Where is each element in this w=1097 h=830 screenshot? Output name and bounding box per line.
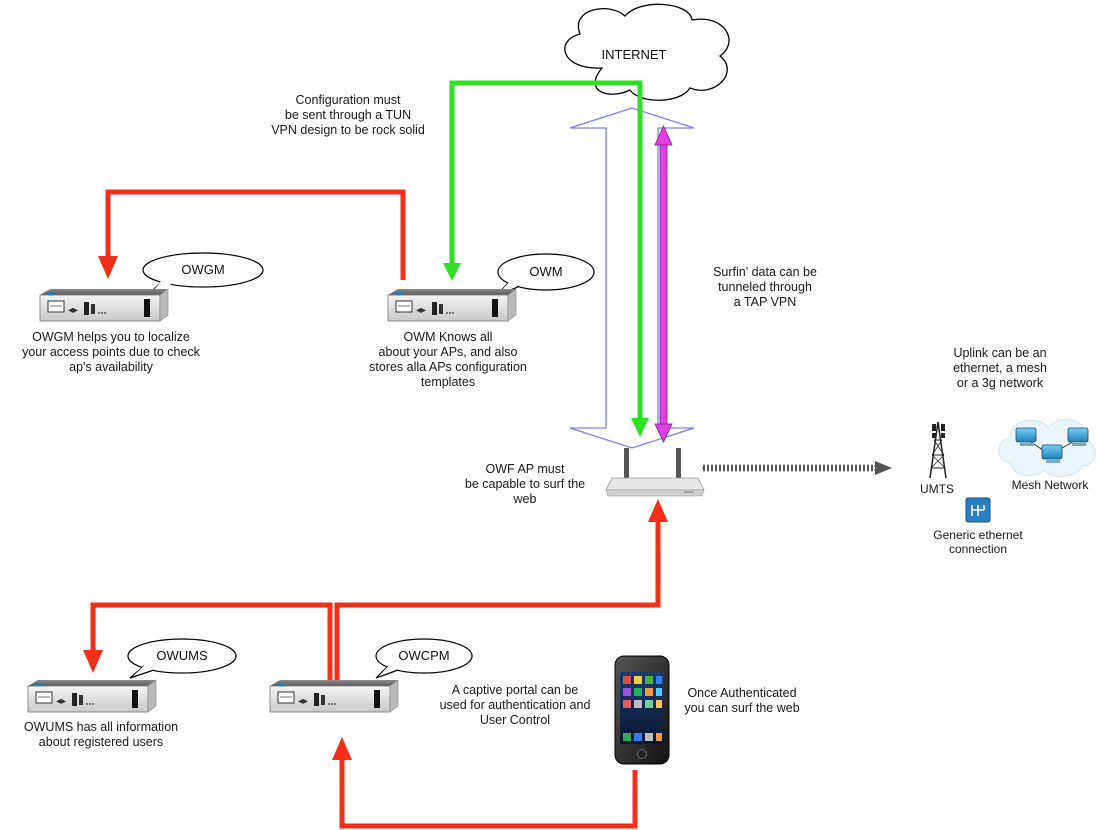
ethernet-connection-icon <box>966 498 990 522</box>
mesh-network-icon <box>999 419 1096 476</box>
umts-label: UMTS <box>912 482 962 496</box>
access-point-router-icon <box>606 448 704 496</box>
uplink-arrow <box>703 461 892 475</box>
phone-owcpm-link <box>332 737 635 826</box>
owums-server-icon <box>28 680 156 712</box>
owgm-bubble-label: OWGM <box>170 262 236 277</box>
owcpm-server-icon <box>270 680 398 712</box>
umts-tower-icon <box>930 422 946 478</box>
owm-bubble-label: OWM <box>514 264 578 279</box>
mesh-network-label: Mesh Network <box>1004 478 1096 492</box>
owm-server-icon <box>388 289 516 321</box>
owgm-server-icon <box>40 289 168 321</box>
owcpm-bubble-label: OWCPM <box>388 648 460 663</box>
owums-bubble-label: OWUMS <box>146 648 218 663</box>
smartphone-icon <box>615 656 669 764</box>
internet-label: INTERNET <box>594 47 674 62</box>
